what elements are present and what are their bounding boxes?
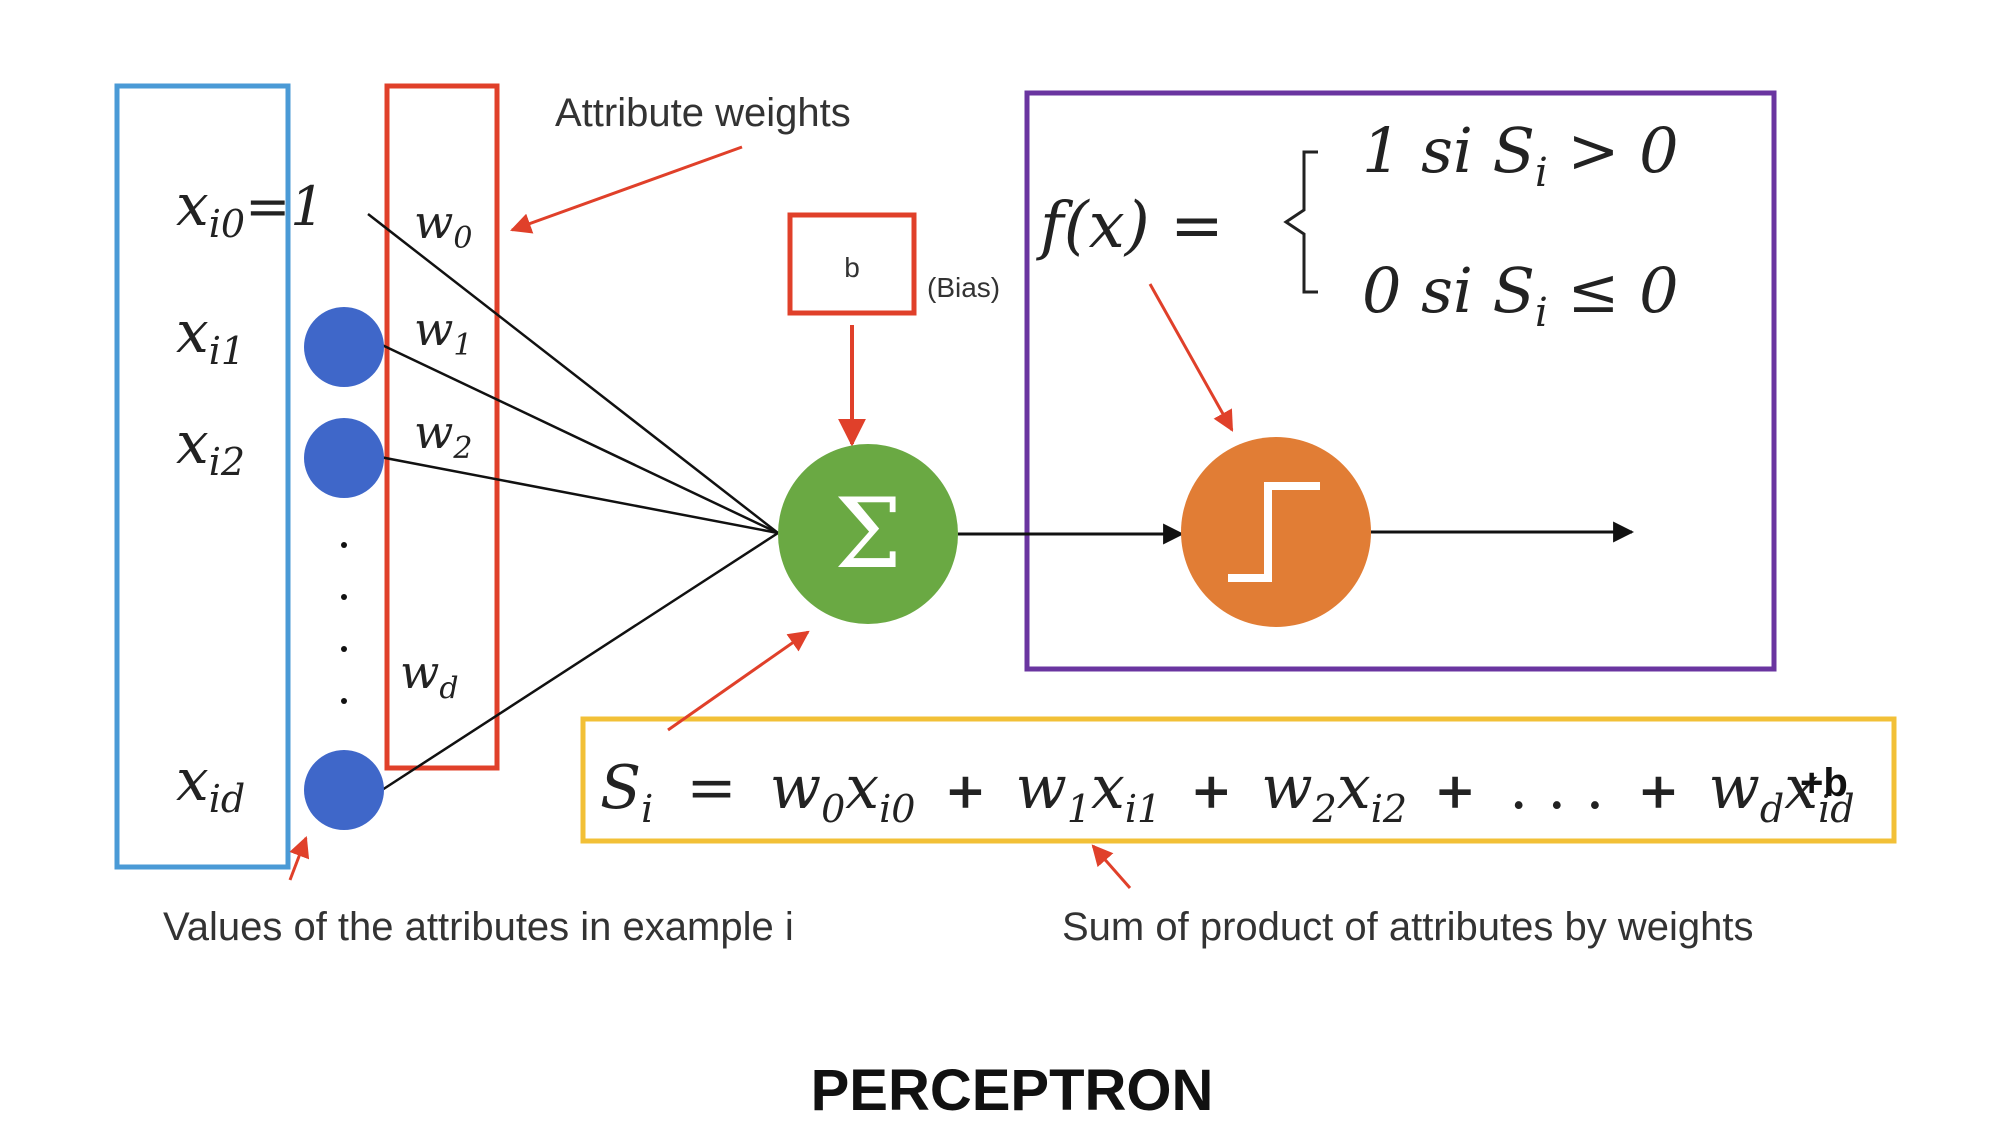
sum-caption-arrow bbox=[1091, 844, 1132, 889]
input-node-2 bbox=[304, 418, 384, 498]
connection-line-0 bbox=[367, 213, 779, 534]
weight-label-d: wd bbox=[400, 645, 459, 706]
sum-caption: Sum of product of attributes by weights bbox=[1062, 905, 1753, 949]
input-connections bbox=[367, 213, 779, 792]
step-activation-node bbox=[1181, 437, 1371, 627]
weight-label-1: w1 bbox=[414, 302, 472, 363]
activation-case-1: 1 si Si > 0 bbox=[1362, 114, 1679, 196]
weight-label-0: w0 bbox=[414, 195, 472, 256]
connection-line-1 bbox=[379, 342, 779, 535]
attribute-weights-arrow bbox=[510, 145, 743, 234]
activation-case-2: 0 si Si ≤ 0 bbox=[1362, 254, 1679, 336]
connection-line-d bbox=[381, 531, 779, 792]
input-node-1 bbox=[304, 307, 384, 387]
bias-box-label: b bbox=[844, 252, 860, 283]
sum-formula: Si = w0xi0 + w1xi1 + w2xi2 + . . . + wdx… bbox=[600, 753, 1855, 837]
input-label-0: xi0=1 bbox=[176, 171, 325, 246]
diagram-title: PERCEPTRON bbox=[811, 1058, 1214, 1123]
connection-line-2 bbox=[379, 455, 779, 535]
activation-highlight-box bbox=[1024, 90, 1777, 672]
input-label-1: xi1 bbox=[176, 298, 245, 373]
weights-highlight-box bbox=[384, 83, 500, 771]
activation-arrow bbox=[1148, 283, 1234, 432]
sigma-icon: Σ bbox=[834, 478, 902, 590]
values-caption-arrow bbox=[288, 836, 310, 881]
input-label-d: xid bbox=[176, 746, 245, 821]
bias-note: (Bias) bbox=[927, 272, 1000, 303]
attribute-weights-label: Attribute weights bbox=[555, 91, 851, 135]
input-label-2: xi2 bbox=[176, 409, 245, 484]
ellipsis-dots bbox=[341, 542, 347, 704]
activation-brace bbox=[1283, 150, 1318, 294]
formula-to-sum-arrow bbox=[667, 630, 810, 732]
inputs-highlight-box bbox=[114, 83, 291, 870]
sum-formula-bias-term: +b bbox=[1800, 761, 1848, 805]
activation-fx: f(x) = bbox=[1036, 189, 1224, 263]
input-node-d bbox=[304, 750, 384, 830]
step-function-icon bbox=[1228, 482, 1320, 582]
sum-node bbox=[778, 444, 958, 624]
bias-box bbox=[787, 212, 917, 316]
formula-highlight-box bbox=[580, 716, 1897, 844]
values-caption: Values of the attributes in example i bbox=[163, 905, 794, 949]
weight-label-2: w2 bbox=[414, 405, 472, 466]
